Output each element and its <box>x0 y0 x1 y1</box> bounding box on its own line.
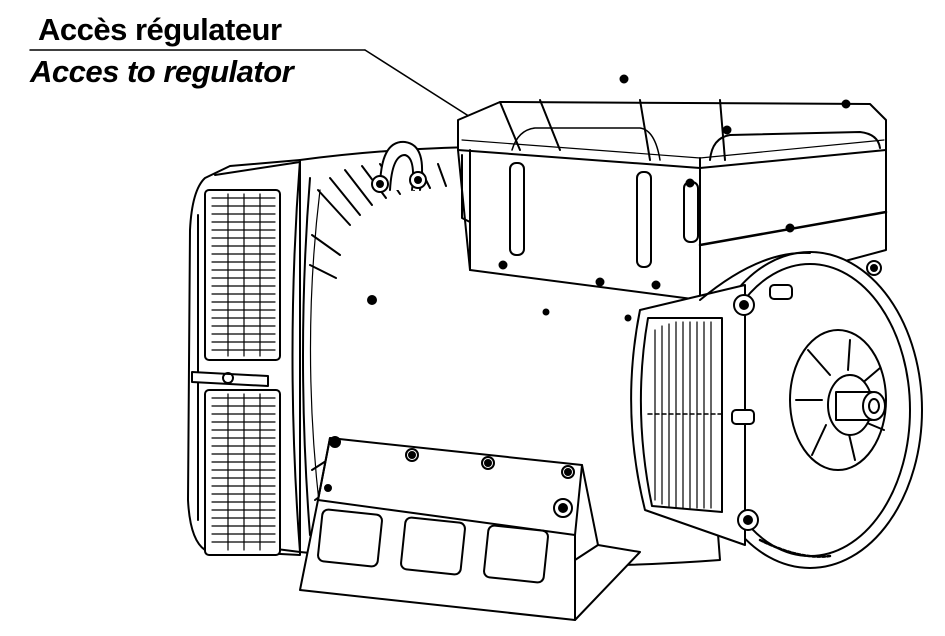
shaft <box>835 391 886 421</box>
lifting-eye <box>371 140 427 193</box>
callout-label-fr: Accès régulateur <box>38 12 282 47</box>
terminal-box[interactable] <box>457 74 888 301</box>
rear-grille-upper <box>204 189 281 361</box>
mounting-foot <box>299 436 641 621</box>
callout-label-en: Acces to regulator <box>30 54 294 89</box>
rear-latch <box>191 371 269 387</box>
front-air-grille <box>639 317 723 513</box>
rear-grille-lower <box>204 389 281 556</box>
